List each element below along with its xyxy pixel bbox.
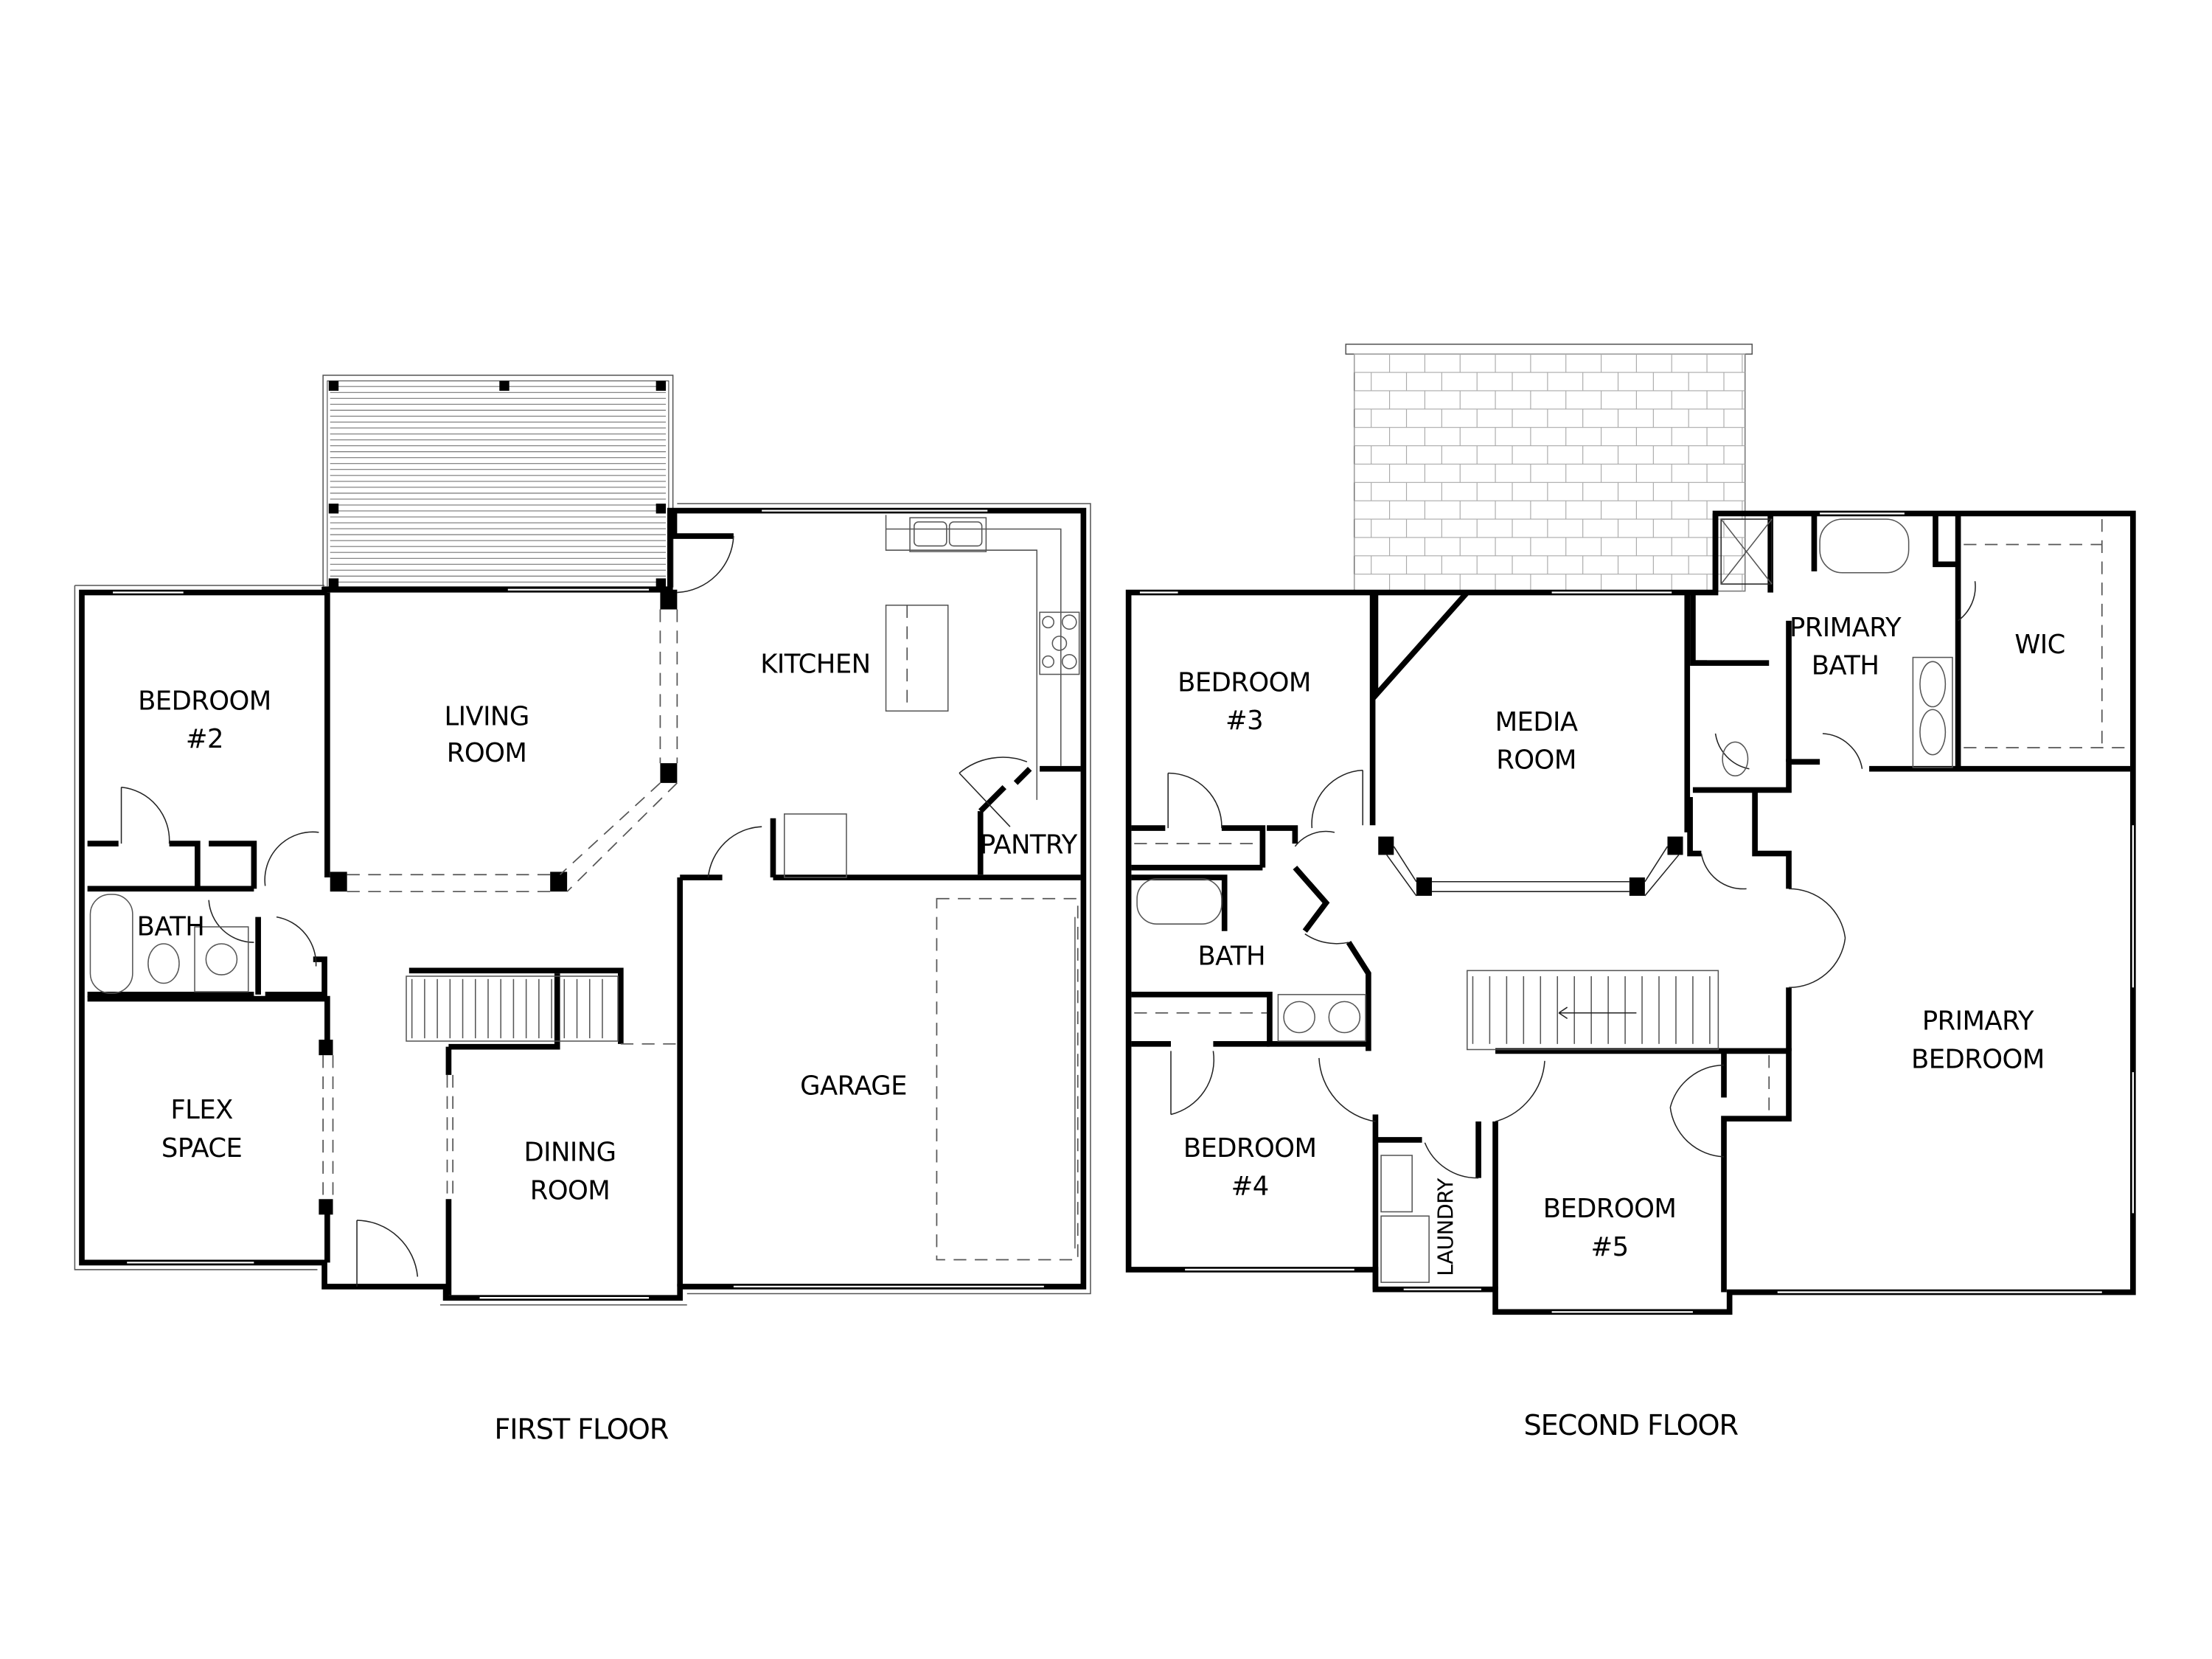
bathtub-icon	[89, 894, 133, 994]
primary-bath-fixtures	[1720, 518, 2128, 777]
double-sink-icon	[1277, 994, 1366, 1042]
bath-fixtures	[89, 894, 249, 994]
toilet-icon	[1722, 741, 1749, 777]
room-label-pantry: PANTRY	[980, 830, 1078, 860]
exterior-walls	[1125, 510, 2136, 1315]
doors	[1167, 581, 1976, 1179]
shower-icon	[1720, 518, 1773, 585]
double-vanity-icon	[1912, 656, 1953, 768]
windows	[1139, 512, 2135, 1313]
room-label-laundry: LAUNDRY	[1433, 1178, 1458, 1276]
kitchen-fixtures	[784, 515, 1080, 878]
deck-post-icon	[328, 578, 339, 588]
deck	[322, 375, 674, 588]
refrigerator	[784, 813, 847, 878]
interior-walls	[1131, 513, 2131, 1293]
deck-post-icon	[499, 380, 509, 391]
laundry-sink-icon	[1380, 1155, 1413, 1213]
room-label-bath: BATH	[1197, 942, 1265, 972]
bathtub-icon	[1136, 878, 1222, 925]
first-floor-title: FIRST FLOOR	[494, 1413, 668, 1447]
room-label-bath: BATH	[137, 911, 205, 942]
living-room-openings	[319, 589, 681, 1215]
hall-bath-fixtures	[1134, 843, 1366, 1042]
room-label-bedroom-3: BEDROOM#3	[1178, 667, 1311, 736]
staircase	[1467, 970, 1719, 1051]
room-label-kitchen: KITCHEN	[760, 650, 870, 680]
garage-parking-outline	[936, 897, 1079, 1261]
room-label-bedroom-2: BEDROOM#2	[138, 686, 271, 754]
windows	[113, 509, 1044, 1299]
deck-post-icon	[655, 578, 667, 588]
room-label-bedroom-5: BEDROOM#5	[1543, 1194, 1677, 1262]
sink-icon	[194, 926, 249, 992]
deck-post-icon	[655, 380, 667, 391]
stair-direction-arrow-icon	[1558, 1006, 1637, 1020]
room-label-garage: GARAGE	[800, 1071, 907, 1102]
media-room-bay	[1378, 836, 1683, 897]
deck-post-icon	[328, 504, 339, 514]
staircase	[406, 975, 619, 1042]
washer-dryer-icon	[1380, 1215, 1430, 1283]
deck-post-icon	[655, 504, 667, 514]
room-label-bedroom-4: BEDROOM#4	[1183, 1133, 1317, 1202]
deck-post-icon	[328, 380, 339, 391]
laundry-fixtures	[1380, 1055, 1770, 1283]
double-sink-icon	[909, 517, 987, 552]
toilet-icon	[147, 943, 180, 984]
kitchen-island	[885, 605, 949, 712]
room-label-wic: WIC	[2014, 630, 2065, 660]
doors	[120, 536, 1028, 1287]
exterior-walls	[74, 503, 1091, 1306]
second-floor-title: SECOND FLOOR	[1524, 1409, 1739, 1442]
roof	[1345, 344, 1753, 592]
cooktop-icon	[1039, 611, 1080, 675]
bathtub-icon	[1819, 518, 1910, 574]
